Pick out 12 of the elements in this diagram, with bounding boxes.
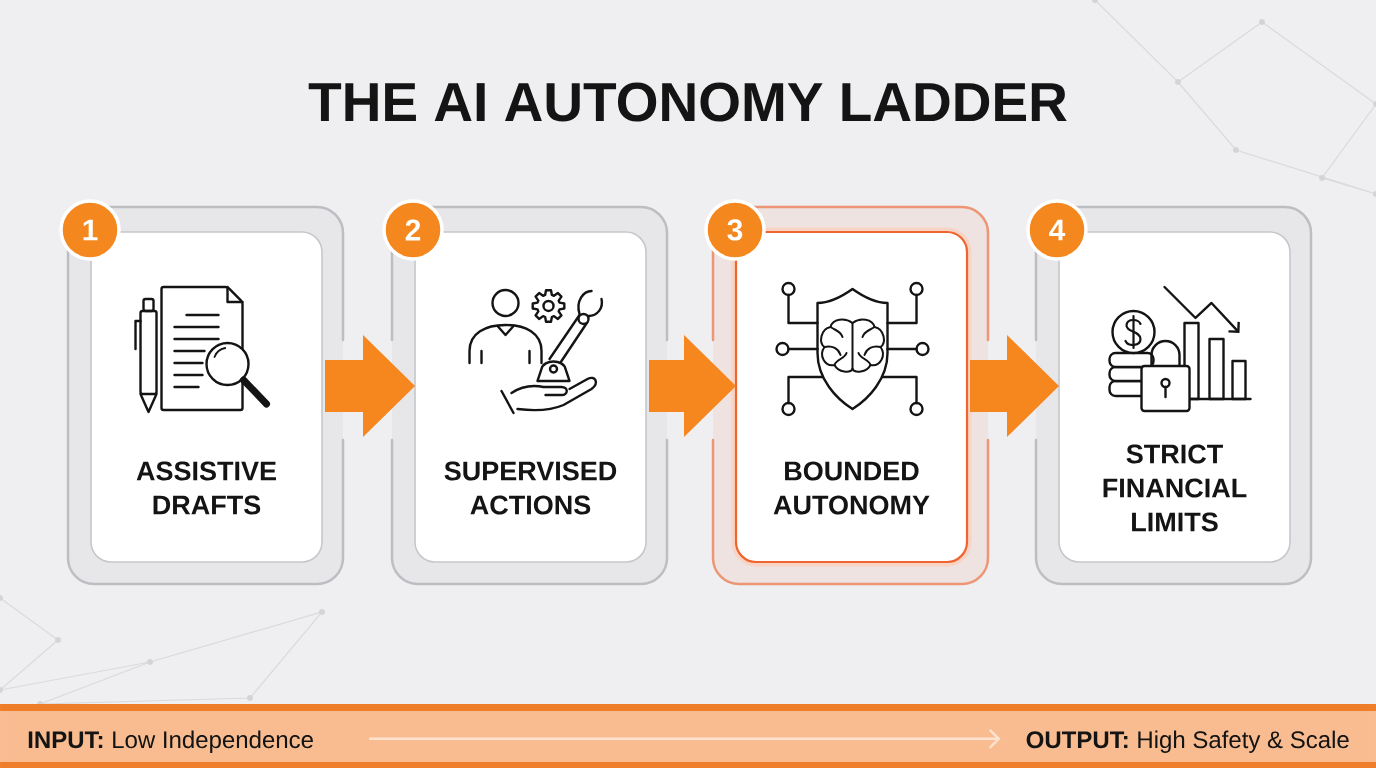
title: THE AI AUTONOMY LADDER: [308, 82, 1067, 122]
number-badge: 2: [382, 199, 444, 261]
arrow: [369, 728, 1001, 749]
number-badge: 1: [59, 199, 121, 261]
block-arrow: [649, 335, 736, 437]
number-badge: 3: [704, 199, 766, 261]
block-arrow: [325, 335, 415, 437]
footer-text: INPUT: Low Independence: [28, 730, 313, 753]
footer-band: [0, 704, 1376, 768]
footer-text: OUTPUT: High Safety & Scale: [1026, 730, 1349, 753]
block-arrow: [970, 335, 1059, 437]
number-badge: 4: [1026, 199, 1088, 261]
